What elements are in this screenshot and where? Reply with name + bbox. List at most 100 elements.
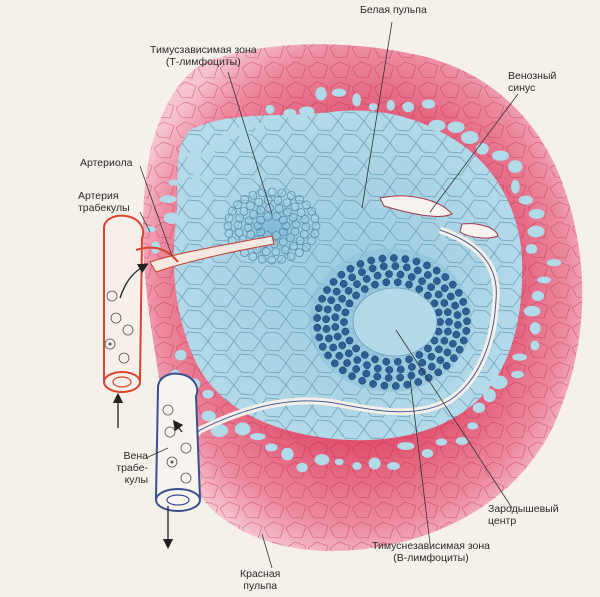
t-lymphocyte (307, 236, 316, 246)
b-lymphocyte (337, 270, 346, 279)
label-t-zone: Тимусзависимая зона (Т-лимфоциты) (150, 44, 257, 68)
b-lymphocyte (340, 318, 348, 326)
t-lymphocyte (295, 248, 304, 257)
label-arteriole: Артериола (80, 157, 133, 169)
b-lymphocyte (448, 339, 457, 348)
b-lymphocyte (454, 289, 463, 297)
t-lymphocyte (233, 200, 243, 210)
white-pulp-island (455, 437, 469, 445)
arteriole (149, 235, 275, 273)
white-pulp-island (518, 195, 534, 205)
white-pulp-island (283, 108, 297, 118)
white-pulp-island (237, 125, 249, 138)
b-lymphocyte (318, 294, 326, 303)
b-lymphocyte (434, 368, 443, 377)
t-lymphocyte (290, 202, 300, 212)
t-lymphocyte (239, 206, 249, 216)
t-lymphocyte (267, 255, 277, 265)
b-lymphocyte (443, 308, 452, 317)
t-lymphocyte (228, 206, 237, 216)
white-pulp-island (386, 99, 395, 111)
white-pulp-island (511, 370, 524, 379)
label-red-pulp: Красная пульпа (240, 568, 281, 592)
b-lymphocyte (459, 298, 468, 306)
b-lymphocyte (434, 290, 443, 299)
b-lymphocyte (371, 280, 379, 289)
b-lymphocyte (451, 301, 459, 310)
t-lymphocyte (256, 205, 266, 215)
b-lymphocyte (413, 266, 422, 275)
white-pulp-island (546, 259, 562, 267)
b-lymphocyte (385, 366, 394, 374)
t-lymphocyte (271, 247, 281, 257)
b-lymphocyte (424, 373, 433, 382)
t-lymphocyte (307, 206, 317, 216)
b-lymphocyte (348, 273, 357, 282)
t-lymphocyte (295, 236, 305, 246)
white-pulp-island (145, 226, 156, 233)
b-lymphocyte (393, 278, 402, 287)
t-lymphocyte (248, 252, 258, 261)
b-lymphocyte (414, 378, 423, 386)
b-lymphocyte (352, 365, 360, 373)
b-lymphocyte (333, 332, 342, 341)
b-lymphocyte (424, 291, 432, 300)
b-lymphocyte (453, 311, 462, 319)
b-lymphocyte (324, 351, 332, 360)
white-pulp-island (265, 443, 278, 452)
b-lymphocyte (367, 256, 376, 265)
b-lymphocyte (346, 264, 355, 273)
b-lymphocyte (335, 351, 344, 360)
label-white-pulp: Белая пульпа (360, 4, 427, 16)
b-lymphocyte (332, 287, 341, 296)
b-lymphocyte (462, 327, 471, 335)
b-lymphocyte (405, 280, 413, 289)
white-pulp-island (175, 349, 187, 361)
b-lymphocyte (363, 361, 371, 370)
b-lymphocyte (368, 264, 377, 273)
b-lymphocyte (339, 280, 348, 288)
b-lymphocyte (382, 357, 391, 366)
b-lymphocyte (407, 273, 416, 281)
b-lymphocyte (418, 277, 426, 286)
venous-channel (189, 229, 497, 441)
white-pulp-island (202, 389, 214, 399)
b-lymphocyte (362, 369, 371, 378)
b-lymphocyte (440, 336, 449, 345)
b-lymphocyte (444, 327, 452, 336)
b-lymphocyte (343, 359, 351, 367)
t-lymphocyte (273, 196, 283, 205)
t-lymphocyte (278, 215, 288, 225)
b-lymphocyte (463, 317, 471, 326)
b-lymphocyte (396, 365, 405, 374)
t-lymphocyte (256, 227, 266, 237)
b-lymphocyte (448, 280, 457, 289)
white-pulp-island (368, 457, 381, 470)
t-lymphocyte (243, 223, 253, 233)
white-pulp-island (208, 143, 217, 152)
b-lymphocyte (443, 348, 452, 357)
t-lymphocyte (299, 229, 309, 239)
b-lymphocyte (352, 344, 360, 353)
white-pulp-island (186, 151, 204, 159)
b-lymphocyte (369, 380, 377, 388)
b-lymphocyte (338, 341, 347, 350)
t-lymphocyte (286, 191, 296, 200)
label-b-zone: Тимуснезависимая зона (В-лимфоциты) (372, 540, 490, 564)
white-pulp-island (159, 195, 177, 204)
b-lymphocyte (338, 366, 347, 375)
white-pulp-islands (145, 87, 562, 473)
b-lymphocyte (358, 268, 366, 276)
t-lymphocyte (235, 213, 245, 223)
b-lymphocyte (360, 351, 369, 359)
b-lymphocyte (452, 330, 461, 339)
b-lymphocyte (315, 333, 324, 342)
t-lymphocyte (282, 207, 292, 217)
b-lymphocyte (440, 284, 449, 293)
t-lymphocyte (253, 221, 263, 231)
b-lymphocyte (325, 334, 333, 343)
b-lymphocyte (345, 336, 354, 345)
b-lymphocyte (323, 286, 331, 294)
white-pulp-island (530, 340, 540, 351)
